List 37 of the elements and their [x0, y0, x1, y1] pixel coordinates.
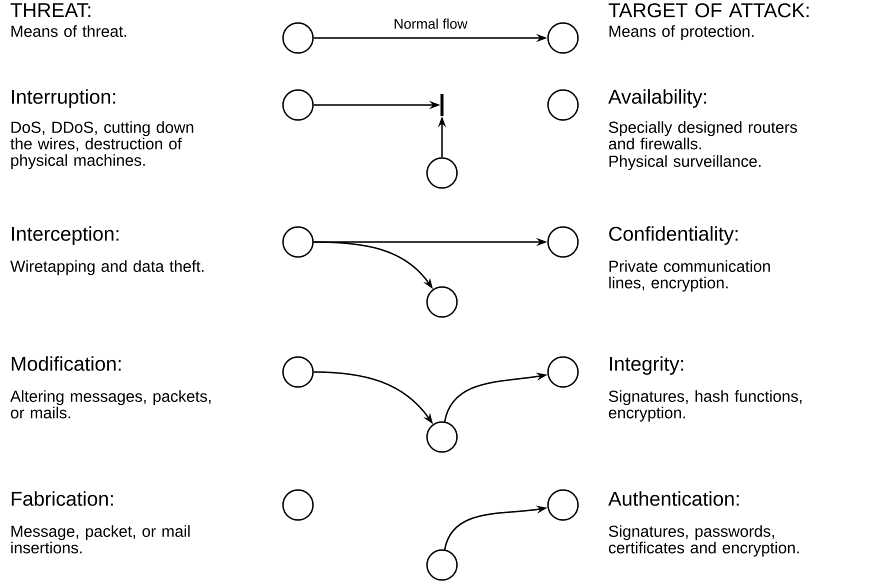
- description-text: Signatures, passwords, certificates and encryption.: [608, 525, 799, 557]
- heading-text: Fabrication:: [12, 491, 113, 506]
- description-text: Wiretapping and data theft.: [10, 260, 204, 276]
- circle-node: [547, 356, 579, 388]
- circle-node: [426, 286, 458, 318]
- bar-marker: [440, 94, 444, 116]
- heading-text: Interception:: [12, 226, 118, 245]
- heading-text: TARGET OF ATTACK:: [608, 3, 809, 18]
- heading-text: Authentication:: [608, 491, 739, 506]
- circle-node: [282, 22, 314, 54]
- edge-label: Normal flow: [392, 18, 468, 30]
- circle-node: [547, 89, 579, 121]
- circle-node: [282, 356, 314, 388]
- heading-text: Interruption:: [12, 89, 116, 108]
- description-text: Specially designed routers and firewalls.: [608, 121, 797, 150]
- circle-node: [426, 157, 458, 189]
- heading-text: THREAT:: [10, 3, 90, 17]
- circle-node: [426, 549, 458, 581]
- heading-text: Modification:: [12, 356, 121, 371]
- circle-node: [282, 489, 314, 521]
- heading-text: Integrity:: [610, 356, 684, 375]
- heading-text: Availability:: [608, 89, 706, 108]
- circle-node: [282, 89, 314, 121]
- description-text: Message, packet, or mail insertions.: [11, 525, 190, 554]
- circle-node: [547, 22, 579, 54]
- description-text: Physical surveillance.: [610, 155, 761, 170]
- circle-node: [547, 489, 579, 521]
- heading-text: Confidentiality:: [609, 226, 738, 245]
- circle-node: [282, 226, 314, 258]
- description-text: Means of protection.: [610, 25, 754, 40]
- circle-node: [426, 421, 458, 453]
- circle-node: [547, 226, 579, 258]
- description-text: Private communication lines, encryption.: [609, 260, 770, 292]
- description-text: Signatures, hash functions, encryption.: [608, 390, 802, 422]
- description-text: Means of threat.: [12, 25, 126, 37]
- description-text: DoS, DDoS, cutting down the wires, destruction of physical machines.: [10, 121, 194, 170]
- description-text: Altering messages, packets, or mails.: [10, 390, 211, 418]
